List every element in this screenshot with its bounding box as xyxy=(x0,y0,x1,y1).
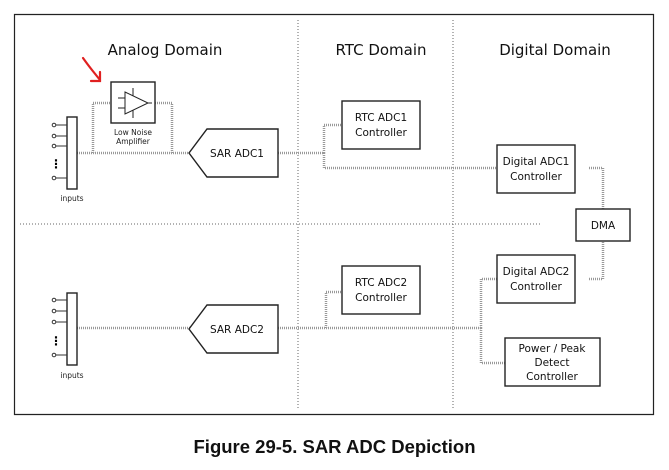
rtc-adc2-controller: RTC ADC2 Controller xyxy=(341,265,421,315)
rtc-adc1-label-line2: Controller xyxy=(355,127,407,139)
wire-lna-out xyxy=(155,101,174,153)
lna-label-line1: Low Noise xyxy=(114,128,152,137)
inputs-label-2: inputs xyxy=(60,371,83,380)
power-label-line1: Power / Peak xyxy=(519,343,587,355)
rtc-domain-title: RTC Domain xyxy=(335,41,426,59)
sar-adc1-block: SAR ADC1 xyxy=(188,128,279,178)
outer-frame xyxy=(13,13,655,416)
rtc-adc1-controller: RTC ADC1 Controller xyxy=(341,100,421,150)
wire-dig1-dma xyxy=(589,166,605,209)
power-label-line3: Controller xyxy=(526,371,578,383)
inputs-mux-1: ⋮ xyxy=(50,116,78,190)
wire-power xyxy=(479,328,505,365)
annotation-arrow-icon xyxy=(81,56,102,83)
dig-adc1-label-line2: Controller xyxy=(510,171,562,183)
rtc-adc1-label-line1: RTC ADC1 xyxy=(355,112,407,124)
power-label-line2: Detect xyxy=(534,357,569,369)
lna-label-line2: Amplifier xyxy=(116,137,151,146)
digital-adc2-controller: Digital ADC2 Controller xyxy=(496,254,576,304)
inputs-label-1: inputs xyxy=(60,194,83,203)
digital-domain-title: Digital Domain xyxy=(499,41,611,59)
analog-domain-title: Analog Domain xyxy=(108,41,223,59)
inputs-mux-2: ⋮ xyxy=(50,292,78,366)
sar-adc2-label: SAR ADC2 xyxy=(210,324,264,336)
dig-adc2-label-line2: Controller xyxy=(510,281,562,293)
sar-adc2-block: SAR ADC2 xyxy=(188,304,279,354)
sar-adc-diagram: Analog Domain RTC Domain Digital Domain … xyxy=(13,13,655,416)
dig-adc1-label-line1: Digital ADC1 xyxy=(503,156,570,168)
rtc-adc2-label-line2: Controller xyxy=(355,292,407,304)
low-noise-amplifier: Low Noise Amplifier xyxy=(110,81,156,146)
amplifier-icon xyxy=(118,88,152,118)
ellipsis-icon: ⋮ xyxy=(50,334,62,348)
wire-sar1-rtc1 xyxy=(278,123,342,155)
power-peak-detect-controller: Power / Peak Detect Controller xyxy=(504,337,601,387)
sar-adc1-label: SAR ADC1 xyxy=(210,148,264,160)
wire-dig2 xyxy=(479,277,497,328)
wire-lna-in xyxy=(91,101,111,153)
rtc-adc2-label-line1: RTC ADC2 xyxy=(355,277,407,289)
figure-caption: Figure 29-5. SAR ADC Depiction xyxy=(193,436,476,457)
ellipsis-icon: ⋮ xyxy=(50,157,62,171)
dma-block: DMA xyxy=(575,208,631,242)
wire-dig2-dma xyxy=(589,241,605,281)
digital-adc1-controller: Digital ADC1 Controller xyxy=(496,144,576,194)
dma-label: DMA xyxy=(591,220,616,232)
wire-sar2-rtc2 xyxy=(324,290,342,328)
wire-sar1-dig1 xyxy=(322,153,497,170)
dig-adc2-label-line1: Digital ADC2 xyxy=(503,266,570,278)
